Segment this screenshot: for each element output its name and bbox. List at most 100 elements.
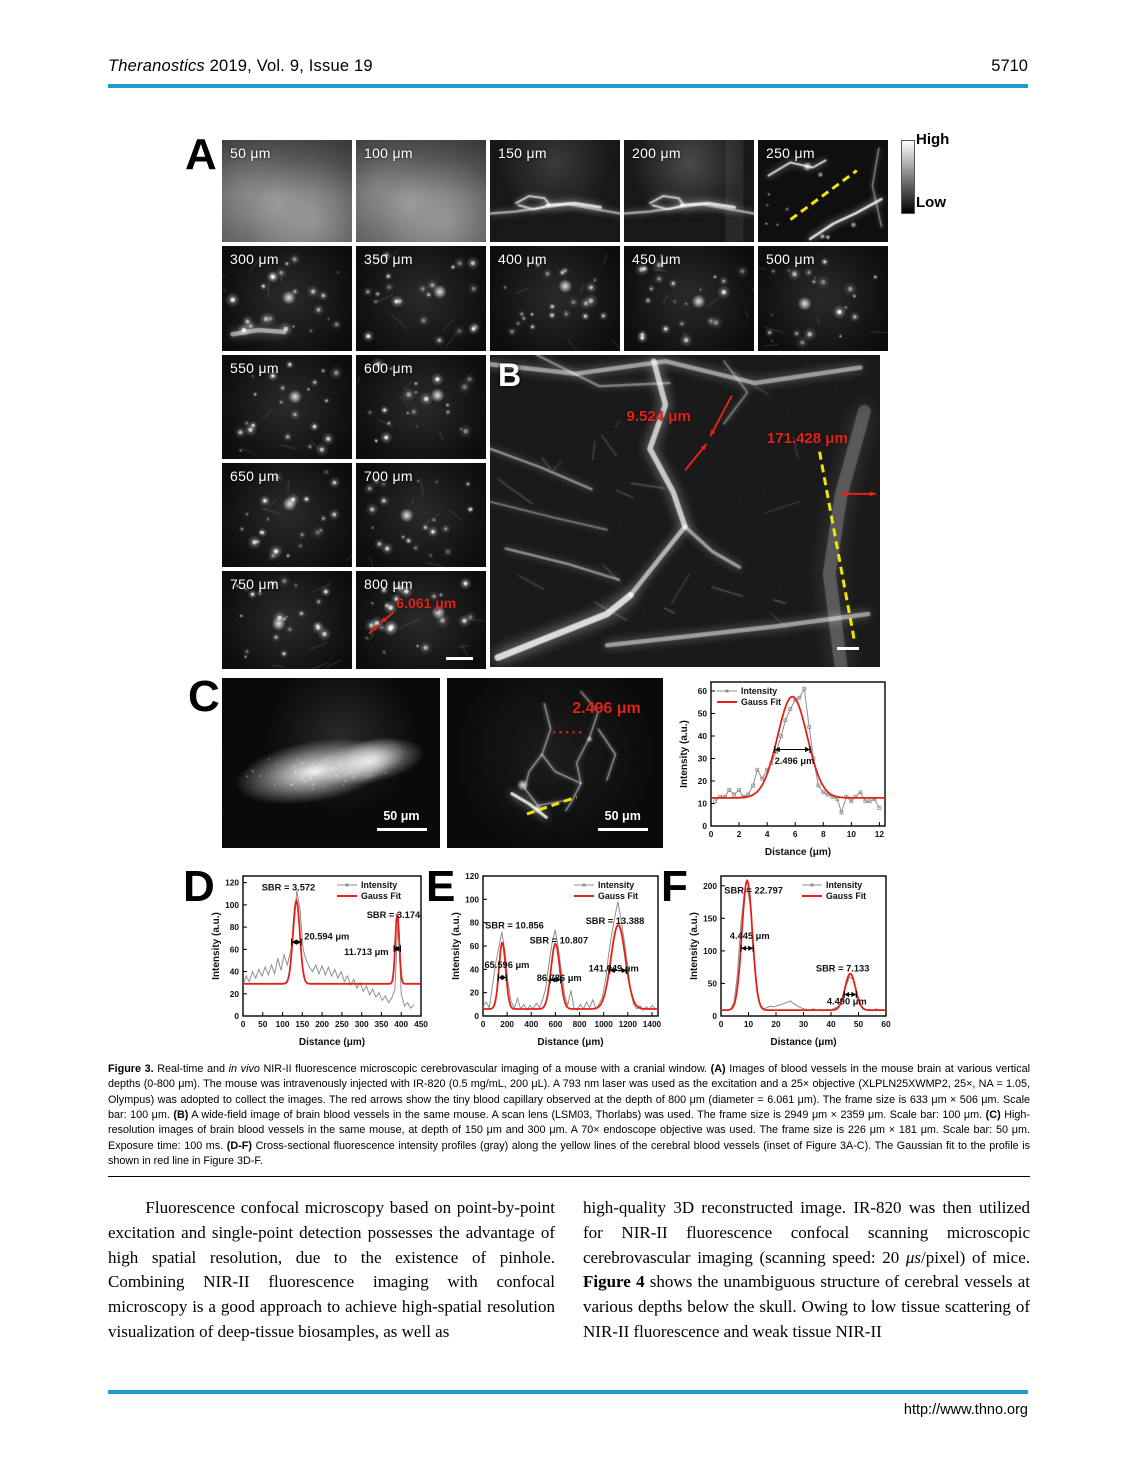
svg-text:Intensity: Intensity	[741, 686, 777, 696]
svg-text:SBR = 7.133: SBR = 7.133	[816, 964, 870, 974]
svg-text:20: 20	[771, 1019, 781, 1029]
svg-text:0: 0	[719, 1019, 724, 1029]
footer-rule	[108, 1390, 1028, 1394]
svg-text:1000: 1000	[594, 1019, 613, 1029]
micrograph-canvas	[222, 463, 352, 567]
micrograph-canvas	[356, 140, 486, 242]
svg-text:4: 4	[765, 829, 770, 839]
micrograph-canvas	[222, 140, 352, 242]
svg-text:250: 250	[335, 1019, 349, 1029]
svg-text:SBR = 13.388: SBR = 13.388	[586, 916, 645, 926]
svg-text:400: 400	[524, 1019, 538, 1029]
text-run: shows the unambiguous structure of cereb…	[583, 1272, 1030, 1342]
svg-text:Distance (μm): Distance (μm)	[765, 847, 831, 858]
panel-c-label: C	[188, 672, 220, 721]
svg-text:50: 50	[854, 1019, 864, 1029]
depth-label: 250 μm	[766, 145, 815, 161]
svg-text:11.713 μm: 11.713 μm	[344, 947, 388, 957]
text-run: (A)	[710, 1063, 726, 1075]
depth-label: 650 μm	[230, 468, 279, 484]
svg-text:8: 8	[821, 829, 826, 839]
micrograph-canvas	[356, 571, 486, 669]
svg-text:150: 150	[295, 1019, 309, 1029]
depth-label: 400 μm	[498, 251, 547, 267]
micrograph-canvas	[447, 678, 663, 848]
text-run: (B)	[173, 1108, 189, 1121]
measurement-label: 171.428 μm	[766, 429, 848, 447]
svg-text:450: 450	[414, 1019, 428, 1029]
depth-tile-650-μm: 650 μm	[222, 463, 352, 567]
micrograph-canvas	[356, 463, 486, 567]
svg-text:30: 30	[698, 754, 708, 764]
svg-text:10: 10	[847, 829, 857, 839]
micrograph-canvas	[222, 571, 352, 669]
svg-text:600: 600	[548, 1019, 562, 1029]
body-left-column: Fluorescence confocal microscopy based o…	[108, 1196, 555, 1345]
svg-text:40: 40	[698, 731, 708, 741]
svg-text:Distance (μm): Distance (μm)	[299, 1037, 365, 1048]
svg-text:SBR = 10.807: SBR = 10.807	[529, 936, 588, 946]
svg-text:100: 100	[703, 946, 717, 956]
svg-text:0: 0	[234, 1011, 239, 1021]
depth-label: 750 μm	[230, 576, 279, 592]
annotation-layer	[368, 611, 395, 635]
svg-text:Intensity (a.u.): Intensity (a.u.)	[211, 912, 222, 980]
text-run: Figure 4	[583, 1272, 645, 1292]
scale-bar	[837, 646, 859, 650]
svg-text:50: 50	[708, 978, 718, 988]
journal-issue: 2019, Vol. 9, Issue 19	[204, 57, 373, 75]
depth-label: 600 μm	[364, 360, 413, 376]
text-run: high-quality 3D reconstructed image. IR-…	[583, 1198, 1030, 1267]
svg-text:SBR = 22.797: SBR = 22.797	[724, 886, 783, 896]
svg-text:Intensity: Intensity	[826, 880, 862, 890]
svg-text:30: 30	[799, 1019, 809, 1029]
svg-text:20.594 μm: 20.594 μm	[304, 931, 349, 941]
text-run: Real-time and	[153, 1063, 229, 1075]
text-run: NIR-II fluorescence microscopic cerebrov…	[259, 1063, 711, 1075]
svg-text:65.596 μm: 65.596 μm	[484, 960, 529, 970]
svg-text:300: 300	[355, 1019, 369, 1029]
intensity-colorbar	[901, 140, 915, 214]
svg-text:200: 200	[500, 1019, 514, 1029]
panel-e-label: E	[426, 862, 456, 911]
svg-text:Intensity (a.u.): Intensity (a.u.)	[689, 912, 700, 980]
depth-label: 550 μm	[230, 360, 279, 376]
text-run: Figure 3.	[108, 1063, 154, 1075]
text-run: Cross-sectional fluorescence intensity p…	[108, 1139, 1030, 1167]
svg-text:6: 6	[793, 829, 798, 839]
measurement-label: 9.524 μm	[626, 408, 691, 426]
depth-tile-600-μm: 600 μm	[356, 355, 486, 459]
svg-text:350: 350	[375, 1019, 389, 1029]
body-columns: Fluorescence confocal microscopy based o…	[108, 1196, 1030, 1345]
colorbar-low-label: Low	[916, 194, 946, 211]
text-run: High-resolution images of brain blood ve…	[108, 1108, 1030, 1152]
svg-text:200: 200	[703, 881, 717, 891]
header-rule	[108, 84, 1028, 88]
svg-text:60: 60	[230, 944, 240, 954]
svg-text:Intensity (a.u.): Intensity (a.u.)	[451, 912, 462, 980]
svg-text:141.049 μm: 141.049 μm	[589, 964, 639, 974]
svg-text:400: 400	[394, 1019, 408, 1029]
depth-tile-550-μm: 550 μm	[222, 355, 352, 459]
depth-label: 200 μm	[632, 145, 681, 161]
svg-text:Intensity (a.u.): Intensity (a.u.)	[679, 720, 690, 788]
svg-text:Intensity: Intensity	[598, 880, 634, 890]
depth-label: 700 μm	[364, 468, 413, 484]
svg-text:1200: 1200	[619, 1019, 638, 1029]
annotation-layer	[684, 395, 877, 643]
depth-tile-100-μm: 100 μm	[356, 140, 486, 242]
svg-text:800: 800	[573, 1019, 587, 1029]
svg-text:20: 20	[698, 776, 708, 786]
journal-url-link[interactable]: http://www.thno.org	[903, 1402, 1028, 1418]
panel-c-image-1: 50 μm	[222, 678, 440, 848]
svg-text:2: 2	[737, 829, 742, 839]
page-number: 5710	[991, 57, 1028, 75]
